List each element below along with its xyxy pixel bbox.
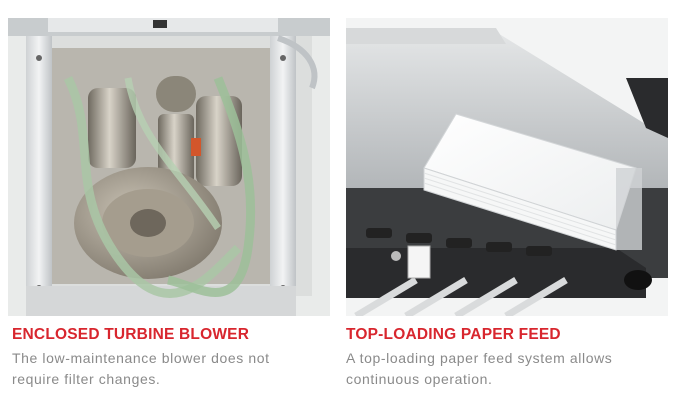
- paper-feed-photo: [346, 18, 668, 316]
- feature-description: The low-maintenance blower does not requ…: [12, 350, 270, 387]
- feature-title: ENCLOSED TURBINE BLOWER: [12, 326, 250, 343]
- feature-card-paper-feed: TOP-LOADING PAPER FEED A top-loading pap…: [346, 0, 668, 414]
- feature-description: A top-loading paper feed system allows c…: [346, 350, 613, 387]
- feature-card-blower: ENCLOSED TURBINE BLOWER The low-maintena…: [8, 0, 330, 414]
- feature-title: TOP-LOADING PAPER FEED: [346, 326, 561, 343]
- blower-photo: [8, 18, 330, 316]
